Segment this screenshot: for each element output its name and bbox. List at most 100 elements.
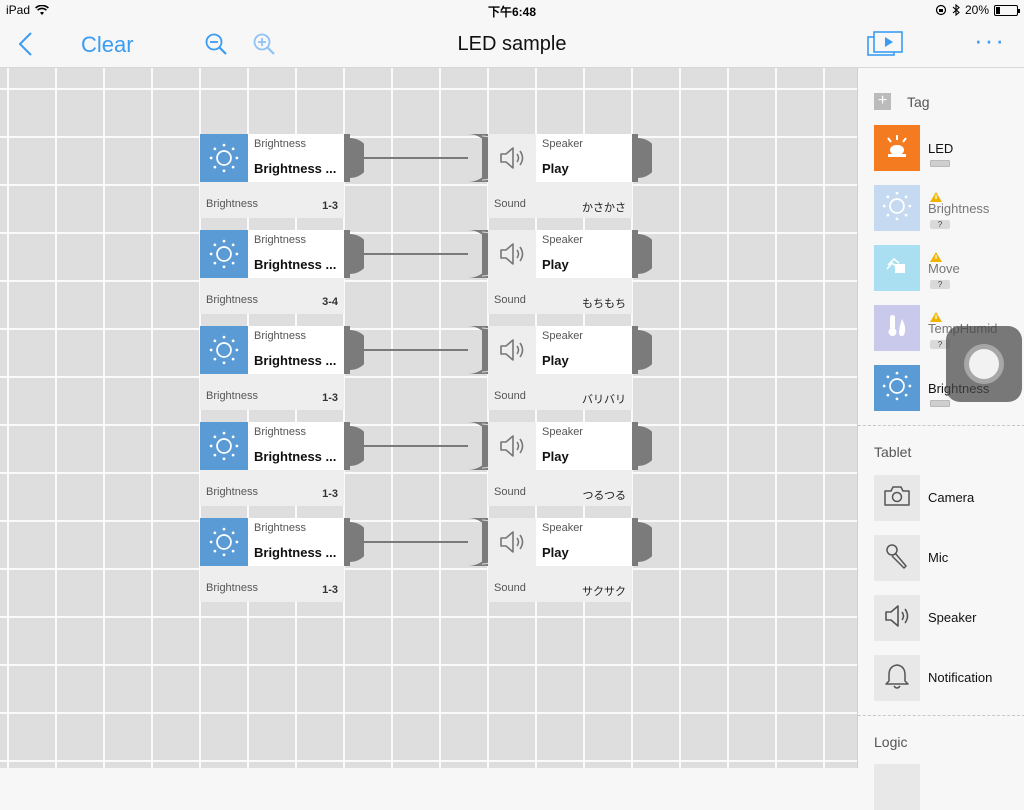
speaker-icon bbox=[488, 518, 536, 566]
input-port[interactable] bbox=[468, 422, 505, 470]
battery-percent: 20% bbox=[964, 3, 989, 17]
block-value: かさかさ bbox=[582, 202, 626, 214]
connection-wire[interactable] bbox=[358, 445, 468, 447]
block-source-label: Brightness bbox=[254, 138, 306, 150]
back-chevron-icon[interactable] bbox=[14, 30, 40, 58]
connection-wire[interactable] bbox=[358, 157, 468, 159]
block-footer-label: Sound bbox=[494, 294, 526, 306]
block-action-label: Brightness ... bbox=[254, 353, 337, 368]
unknown-status-badge: ? bbox=[930, 220, 950, 229]
bluetooth-icon bbox=[952, 4, 960, 16]
warning-icon bbox=[930, 189, 942, 202]
tag-tile-temphumid[interactable] bbox=[874, 305, 920, 351]
camera-icon bbox=[882, 481, 912, 516]
tablet-tile-speaker[interactable] bbox=[874, 595, 920, 641]
logic-tile-partial[interactable] bbox=[874, 764, 920, 810]
battery-fill bbox=[996, 6, 1000, 14]
tablet-tile-notification[interactable] bbox=[874, 655, 920, 701]
logic-section-title: Logic bbox=[874, 734, 908, 750]
led-icon bbox=[882, 131, 912, 166]
brightness-icon bbox=[882, 191, 912, 226]
block-action-label: Brightness ... bbox=[254, 161, 337, 176]
tag-tile-move[interactable] bbox=[874, 245, 920, 291]
temphumid-icon bbox=[882, 311, 912, 346]
section-divider bbox=[858, 715, 1024, 716]
block-footer-label: Brightness bbox=[206, 198, 258, 210]
block-source-label: Speaker bbox=[542, 522, 583, 534]
tablet-tile-camera[interactable] bbox=[874, 475, 920, 521]
more-options-button[interactable]: ··· bbox=[974, 25, 1006, 55]
input-port[interactable] bbox=[468, 230, 505, 278]
assistive-touch-button[interactable] bbox=[946, 326, 1022, 402]
tag-tile-brightness[interactable] bbox=[874, 365, 920, 411]
brightness-icon bbox=[882, 371, 912, 406]
tag-tile-brightness[interactable] bbox=[874, 185, 920, 231]
tablet-item-label: Mic bbox=[928, 550, 949, 565]
status-time: 下午6:48 bbox=[487, 5, 537, 19]
tag-section-title: Tag bbox=[907, 94, 930, 110]
output-port[interactable] bbox=[632, 230, 658, 278]
block-footer-label: Brightness bbox=[206, 486, 258, 498]
output-port[interactable] bbox=[632, 518, 658, 566]
block-footer-label: Sound bbox=[494, 198, 526, 210]
status-left: iPad bbox=[6, 3, 49, 17]
block-action-label: Brightness ... bbox=[254, 545, 337, 560]
tablet-item-label: Notification bbox=[928, 670, 993, 685]
mic-icon bbox=[882, 541, 912, 576]
brightness-icon bbox=[200, 422, 248, 470]
output-port[interactable] bbox=[632, 326, 658, 374]
block-footer-label: Sound bbox=[494, 582, 526, 594]
connection-wire[interactable] bbox=[358, 253, 468, 255]
zoom-out-icon[interactable] bbox=[204, 32, 230, 58]
zoom-in-icon[interactable] bbox=[252, 32, 278, 58]
clear-button[interactable]: Clear bbox=[81, 32, 134, 57]
present-slideshow-icon[interactable] bbox=[866, 30, 904, 58]
status-bar: iPad 下午6:48 20% bbox=[0, 0, 1024, 20]
speaker-icon bbox=[488, 422, 536, 470]
warning-icon bbox=[930, 309, 942, 322]
output-port[interactable] bbox=[632, 134, 658, 182]
connection-wire[interactable] bbox=[358, 541, 468, 543]
block-source-label: Brightness bbox=[254, 330, 306, 342]
input-port[interactable] bbox=[468, 518, 505, 566]
block-action-label: Play bbox=[542, 353, 569, 368]
tablet-section-title: Tablet bbox=[874, 444, 912, 460]
input-port[interactable] bbox=[468, 134, 505, 182]
unknown-status-badge: ? bbox=[930, 340, 950, 349]
block-source-label: Brightness bbox=[254, 234, 306, 246]
output-port[interactable] bbox=[632, 422, 658, 470]
block-source-label: Speaker bbox=[542, 234, 583, 246]
block-action-label: Brightness ... bbox=[254, 449, 337, 464]
block-source-label: Speaker bbox=[542, 330, 583, 342]
tag-label: Move bbox=[928, 261, 960, 276]
brightness-icon bbox=[200, 326, 248, 374]
speaker-icon bbox=[882, 601, 912, 636]
input-port[interactable] bbox=[468, 326, 505, 374]
add-tag-button[interactable]: + bbox=[874, 93, 891, 110]
orientation-lock-icon bbox=[935, 4, 947, 16]
block-footer-label: Brightness bbox=[206, 390, 258, 402]
tag-tile-led[interactable] bbox=[874, 125, 920, 171]
tag-label: LED bbox=[928, 141, 954, 156]
tablet-item-label: Camera bbox=[928, 490, 975, 505]
brightness-icon bbox=[200, 134, 248, 182]
tablet-tile-mic[interactable] bbox=[874, 535, 920, 581]
block-action-label: Brightness ... bbox=[254, 257, 337, 272]
block-action-label: Play bbox=[542, 257, 569, 272]
block-footer-label: Brightness bbox=[206, 582, 258, 594]
connection-wire[interactable] bbox=[358, 349, 468, 351]
